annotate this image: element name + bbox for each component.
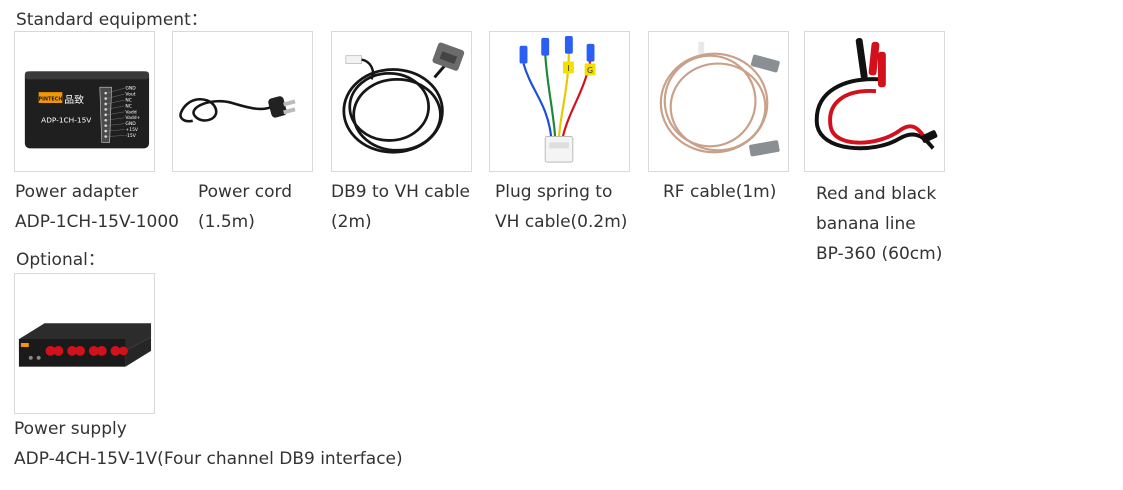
plug-spring-illustration: I G xyxy=(519,35,596,163)
standard-equipment-title: Standard equipment： xyxy=(16,10,208,30)
plug-spring-caption: Plug spring to VH cable(0.2m) xyxy=(495,177,627,237)
caption-line: Red and black xyxy=(816,184,937,204)
caption-line: Power adapter xyxy=(15,182,139,202)
banana-line-image[interactable] xyxy=(804,31,945,172)
power-adapter-illustration: PINTECH 品致 ADP-1CH-15V GND Vout NC NC Va… xyxy=(24,71,150,149)
caption-line: banana line xyxy=(816,214,916,234)
svg-text:NC: NC xyxy=(125,98,132,104)
svg-text:GND: GND xyxy=(125,86,136,92)
db9-to-vh-cable-caption: DB9 to VH cable (2m) xyxy=(331,177,470,237)
db9-to-vh-cable-illustration xyxy=(342,42,465,154)
plug-spring-to-vh-cable-image[interactable]: I G xyxy=(489,31,630,172)
svg-text:GND: GND xyxy=(125,121,136,127)
rf-cable-caption: RF cable(1m) xyxy=(663,177,776,207)
rf-cable-illustration xyxy=(659,41,780,157)
caption-line: BP-360 (60cm) xyxy=(816,244,943,264)
svg-text:I: I xyxy=(567,64,569,73)
power-adapter-image[interactable]: PINTECH 品致 ADP-1CH-15V GND Vout NC NC Va… xyxy=(14,31,155,172)
power-cord-illustration xyxy=(179,96,296,123)
caption-line: Power supply xyxy=(14,419,127,439)
caption-line: DB9 to VH cable xyxy=(331,182,470,202)
caption-line: VH cable(0.2m) xyxy=(495,212,628,232)
caption-line: ADP-4CH-15V-1V(Four channel DB9 interfac… xyxy=(14,449,403,469)
caption-line: Power cord xyxy=(198,182,293,202)
caption-line: ADP-1CH-15V-1000 xyxy=(15,212,179,232)
banana-line-caption: Red and black banana line BP-360 (60cm) xyxy=(816,179,942,269)
power-supply-image[interactable] xyxy=(14,273,155,414)
caption-line: RF cable(1m) xyxy=(663,182,777,202)
caption-line: (1.5m) xyxy=(198,212,255,232)
svg-text:+15V: +15V xyxy=(125,127,139,133)
svg-text:PINTECH: PINTECH xyxy=(39,97,63,103)
banana-line-illustration xyxy=(814,37,938,151)
optional-title: Optional： xyxy=(16,250,105,270)
svg-text:Vout: Vout xyxy=(125,92,135,98)
db9-to-vh-cable-image[interactable] xyxy=(331,31,472,172)
svg-text:-15V: -15V xyxy=(125,133,136,139)
svg-text:Vadd+: Vadd+ xyxy=(125,115,140,121)
svg-text:Vadd: Vadd xyxy=(125,109,136,115)
caption-line: Plug spring to xyxy=(495,182,613,202)
caption-line: (2m) xyxy=(331,212,372,232)
power-supply-illustration xyxy=(18,323,152,367)
svg-text:品致: 品致 xyxy=(64,93,84,106)
power-cord-caption: Power cord (1.5m) xyxy=(198,177,292,237)
svg-text:G: G xyxy=(587,66,593,75)
power-cord-image[interactable] xyxy=(172,31,313,172)
power-adapter-caption: Power adapter ADP-1CH-15V-1000 xyxy=(15,177,179,237)
svg-text:NC: NC xyxy=(125,103,132,109)
power-supply-caption: Power supply ADP-4CH-15V-1V(Four channel… xyxy=(14,414,403,474)
rf-cable-image[interactable] xyxy=(648,31,789,172)
svg-text:ADP-1CH-15V: ADP-1CH-15V xyxy=(41,116,91,125)
